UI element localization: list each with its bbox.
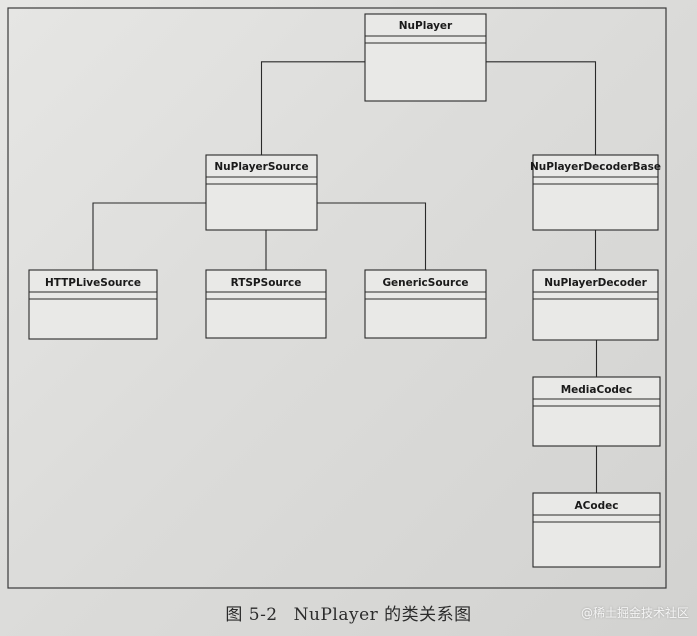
class-name-rtsp-source: RTSPSource bbox=[231, 277, 302, 289]
figure-caption: 图 5-2 NuPlayer 的类关系图 bbox=[0, 600, 697, 625]
class-node-acodec: ACodec bbox=[532, 492, 661, 568]
connector-nuplayer-source-to-generic-source bbox=[317, 202, 427, 270]
class-node-generic-source: GenericSource bbox=[364, 269, 487, 339]
figure-number: 图 5-2 bbox=[225, 605, 278, 625]
connector-layer bbox=[92, 61, 598, 493]
class-node-rtsp-source: RTSPSource bbox=[205, 269, 327, 339]
class-node-nuplayer-source: NuPlayerSource bbox=[205, 154, 318, 231]
class-node-media-codec: MediaCodec bbox=[532, 376, 661, 447]
connector-nuplayer-source-to-httplive-source bbox=[92, 202, 206, 270]
class-node-nuplayer-decoder: NuPlayerDecoder bbox=[532, 269, 659, 341]
watermark: @稀土掘金技术社区 bbox=[580, 606, 689, 620]
class-node-nuplayer-decoder-base: NuPlayerDecoderBase bbox=[530, 154, 661, 231]
connector-nuplayer-to-nuplayer-decoder-base bbox=[486, 61, 597, 155]
class-node-nuplayer: NuPlayer bbox=[364, 13, 487, 102]
class-name-generic-source: GenericSource bbox=[382, 277, 468, 289]
class-name-nuplayer-decoder-base: NuPlayerDecoderBase bbox=[530, 161, 661, 173]
class-node-httplive-source: HTTPLiveSource bbox=[28, 269, 158, 340]
class-name-nuplayer-source: NuPlayerSource bbox=[214, 161, 308, 173]
class-name-nuplayer-decoder: NuPlayerDecoder bbox=[544, 277, 647, 289]
figure-title: NuPlayer 的类关系图 bbox=[293, 605, 472, 625]
class-name-httplive-source: HTTPLiveSource bbox=[45, 277, 141, 289]
diagram-frame bbox=[7, 7, 667, 589]
class-name-media-codec: MediaCodec bbox=[561, 384, 633, 396]
class-name-acodec: ACodec bbox=[575, 500, 619, 512]
class-name-nuplayer: NuPlayer bbox=[399, 20, 453, 32]
connector-nuplayer-to-nuplayer-source bbox=[260, 61, 365, 155]
